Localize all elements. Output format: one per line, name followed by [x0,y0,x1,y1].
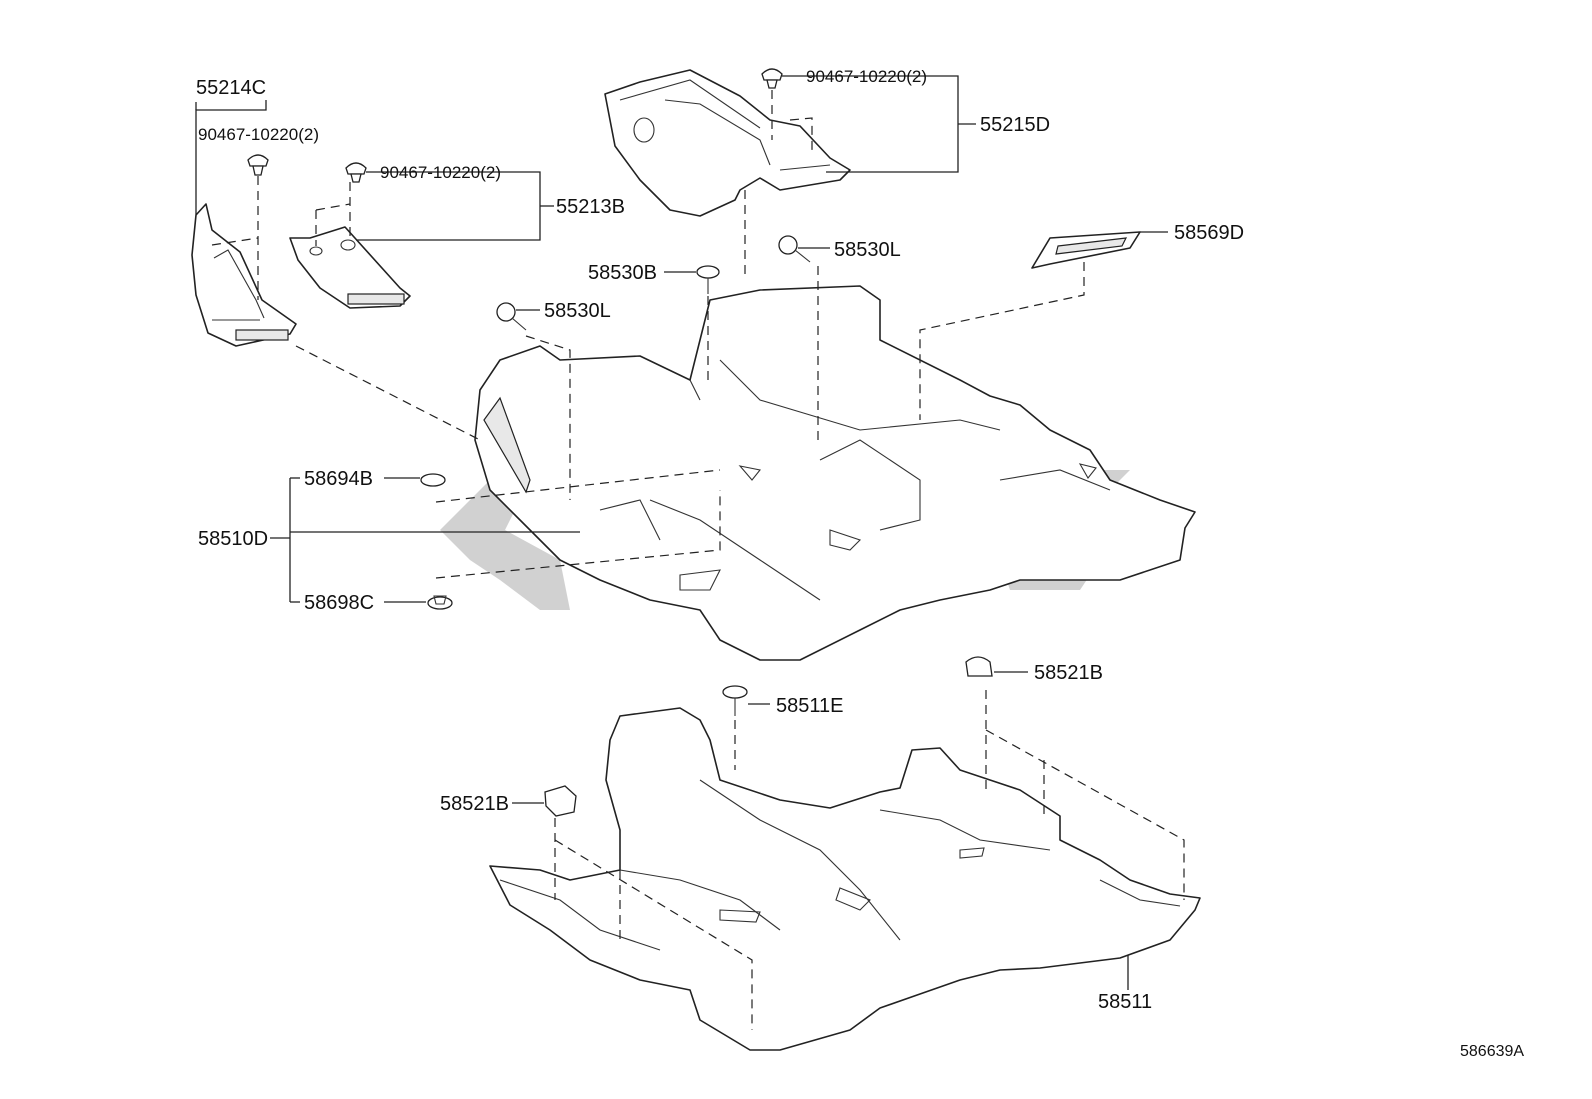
clip-90467-c [761,68,783,89]
label-58511: 58511 [1098,991,1152,1013]
label-90467-a: 90467-10220(2) [198,125,319,144]
label-90467-c: 90467-10220(2) [806,67,927,86]
label-90467-b: 90467-10220(2) [380,163,501,182]
clip-90467-a [247,154,269,176]
screw-58530L-top [778,235,811,263]
label-58530B: 58530B [588,262,657,284]
part-labels: 55214C 90467-10220(2) 90467-10220(2) 552… [196,67,1244,1013]
clip-58521B-right [965,656,993,677]
part-55213B-panel [289,226,411,309]
screw-58530L-mid [496,302,527,331]
label-58510D: 58510D [198,528,268,550]
label-58530L-top: 58530L [834,239,901,261]
label-58698C: 58698C [304,592,374,614]
label-58530L-mid: 58530L [544,300,611,322]
part-58569D-strip [1031,231,1141,269]
label-55215D: 55215D [980,114,1050,136]
label-58521B-left: 58521B [440,793,509,815]
part-58511-carpet [489,707,1201,1051]
label-58521B-right: 58521B [1034,662,1103,684]
label-58694B: 58694B [304,468,373,490]
clip-90467-b [345,162,367,183]
clip-58521B-left [544,785,577,817]
clip-58698C [427,595,453,610]
clip-58694B [420,473,446,487]
leader-lines [195,75,1185,1030]
part-58510D-carpet [474,285,1196,661]
clip-58511E [722,685,748,716]
part-55215D-panel [604,69,851,217]
clip-58530B [696,265,720,294]
part-55214C-panel [191,203,297,347]
label-55214C: 55214C [196,77,266,99]
label-55213B: 55213B [556,196,625,218]
catalog-number: 586639A [1460,1043,1524,1060]
label-58569D: 58569D [1174,222,1244,244]
label-58511E: 58511E [776,695,843,717]
